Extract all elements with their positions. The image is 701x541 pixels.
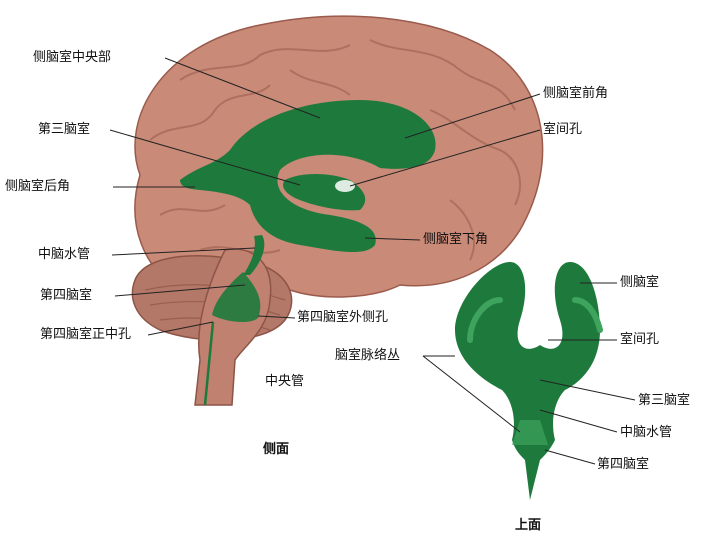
caption-side-view: 侧面: [263, 442, 289, 458]
label-central-part: 侧脑室中央部: [33, 50, 111, 66]
label-lateral-aperture: 第四脑室外侧孔: [297, 310, 388, 326]
label-aqueduct: 中脑水管: [38, 247, 90, 263]
label-central-canal: 中央管: [265, 374, 304, 390]
label-third-ventricle: 第三脑室: [38, 122, 90, 138]
label-fourth-ventricle-top: 第四脑室: [597, 457, 649, 473]
label-foramen-side: 室间孔: [543, 122, 582, 138]
label-lateral-ventricle-top: 侧脑室: [620, 275, 659, 291]
label-fourth-ventricle: 第四脑室: [40, 288, 92, 304]
label-foramen-top: 室间孔: [620, 332, 659, 348]
label-third-ventricle-top: 第三脑室: [638, 393, 690, 409]
label-median-aperture: 第四脑室正中孔: [40, 327, 131, 343]
label-aqueduct-top: 中脑水管: [620, 425, 672, 441]
label-inferior-horn: 侧脑室下角: [423, 232, 488, 248]
label-posterior-horn: 侧脑室后角: [5, 179, 70, 195]
ventricles-top-view: [455, 262, 600, 500]
label-choroid-plexus: 脑室脉络丛: [335, 348, 400, 364]
caption-top-view: 上面: [515, 518, 541, 534]
label-anterior-horn: 侧脑室前角: [543, 86, 608, 102]
